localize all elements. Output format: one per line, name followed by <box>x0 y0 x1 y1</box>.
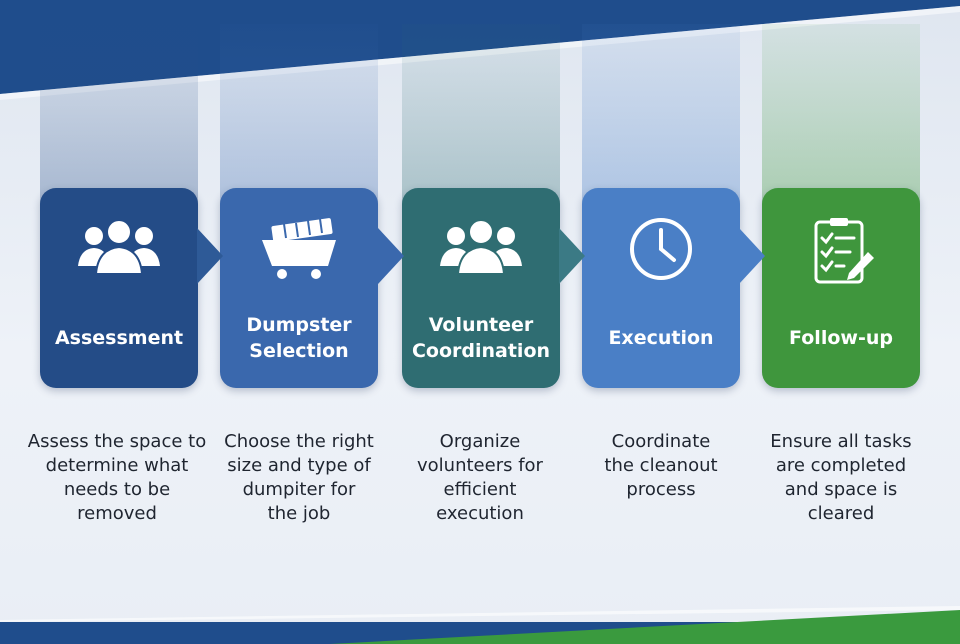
step-description-dumpster-selection: Choose the right size and type of dumpit… <box>224 431 374 524</box>
arrow-connector <box>378 228 404 284</box>
people-icon <box>40 216 198 282</box>
step-card-follow-up: Follow-up <box>762 188 920 388</box>
step-card-volunteer-coordination: Volunteer Coordination <box>402 188 560 388</box>
step-title: Follow-up <box>789 327 893 349</box>
step-description-volunteer-coordination: Organize volunteers for efficient execut… <box>417 431 543 524</box>
bottom-band <box>0 606 960 644</box>
step-description-assessment: Assess the space to determine what needs… <box>27 431 207 524</box>
column-follow-up <box>762 24 920 214</box>
checklist-icon <box>762 216 920 284</box>
step-description-execution: Coordinate the cleanout process <box>604 431 718 500</box>
step-description-follow-up: Ensure all tasks are completed and space… <box>770 431 912 524</box>
people-icon <box>402 216 560 282</box>
step-card-dumpster-selection: Dumpster Selection <box>220 188 378 388</box>
dumpster-cart-icon <box>220 216 378 282</box>
column-assessment <box>40 24 198 214</box>
arrow-connector <box>739 228 765 284</box>
step-title: Volunteer Coordination <box>411 314 551 362</box>
step-card-execution: Execution <box>582 188 740 388</box>
column-volunteer-coordination <box>402 24 560 214</box>
column-execution <box>582 24 740 214</box>
clock-icon <box>582 216 740 282</box>
arrow-connector <box>197 228 223 284</box>
step-title: Assessment <box>54 327 184 349</box>
arrow-connector <box>559 228 585 284</box>
step-card-assessment: Assessment <box>40 188 198 388</box>
top-band <box>0 0 960 100</box>
step-title: Execution <box>608 327 714 349</box>
step-title: Dumpster Selection <box>246 314 352 362</box>
column-dumpster-selection <box>220 24 378 214</box>
